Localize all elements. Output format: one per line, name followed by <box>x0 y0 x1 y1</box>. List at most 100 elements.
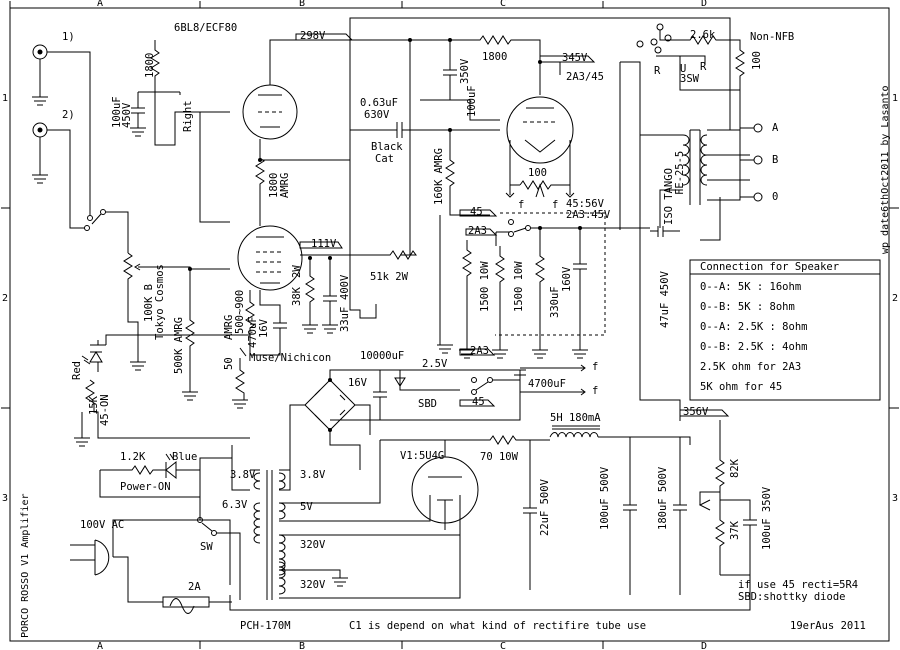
v25-label: 2.5V <box>422 358 448 370</box>
v38b-label: 3.8V <box>300 469 326 481</box>
col-c-bottom: C <box>500 641 506 650</box>
speaker-connection-table: Connection for Speaker 0--A: 5K : 16ohm … <box>689 259 881 401</box>
input-2-label: 2) <box>62 109 75 121</box>
c160-label: 160V <box>561 266 573 292</box>
led-blue-label: Blue <box>172 451 197 463</box>
col-b-top: B <box>299 0 305 9</box>
c470-volt: 16V <box>258 318 270 338</box>
v320b-label: 320V <box>300 579 326 591</box>
r100b-label: 100 <box>751 51 763 70</box>
v320a-label: 320V <box>300 539 326 551</box>
r100-output: 100 <box>528 167 547 179</box>
r51k-label: 51k 2W <box>370 271 409 283</box>
r37k-label: 37K <box>729 520 741 540</box>
row-3-left: 3 <box>2 493 8 504</box>
note-recti: if use 45 recti=5R4 <box>738 579 858 591</box>
v111-label: 111V <box>311 238 337 250</box>
term-b: B <box>772 154 778 166</box>
tube2-name: 2A3/45 <box>566 71 604 83</box>
c100-label: 100uF 500V <box>599 466 611 530</box>
c100c-label: 100uF 350V <box>761 486 773 550</box>
row-1-left: 1 <box>2 93 8 104</box>
r500-value: 500~900 <box>234 290 246 334</box>
r160k-label: 160K AMRG <box>433 148 445 205</box>
term-0: 0 <box>772 191 778 203</box>
term-a: A <box>772 122 779 134</box>
pot-value: 100K B <box>143 284 155 322</box>
r26k-label: 2.6k <box>690 29 716 41</box>
side-title: PORCO ROSSO V1 Amplifier <box>20 494 31 639</box>
col-d-top: D <box>701 0 707 9</box>
c400-label: 400V <box>339 274 351 300</box>
r1500b-label: 1500 10W <box>513 261 525 312</box>
r1800b-label: 1800 <box>482 51 507 63</box>
table-row: 0--B: 5K : 8ohm <box>700 301 795 313</box>
col-d-bottom: D <box>701 641 707 650</box>
c1-note: C1 is depend on what kind of rectifire t… <box>349 620 646 632</box>
c100ub-label: 100uF <box>466 85 478 117</box>
col-a-bottom: A <box>97 641 103 650</box>
stage-2: 298V 1800 350V 100uF 0.63uF 630V Black C… <box>291 30 541 334</box>
c470-label: 470uF <box>247 316 259 348</box>
table-row: 0--A: 5K : 16ohm <box>700 281 801 293</box>
table-row: 5K ohm for 45 <box>700 381 782 393</box>
rect-label: V1:5U4G <box>400 450 444 462</box>
nfb-u-label: U <box>680 63 686 75</box>
table-row: 0--A: 2.5K : 8ohm <box>700 321 807 333</box>
c100-volt: 450V <box>121 102 133 128</box>
c180-label: 180uF 500V <box>657 466 669 530</box>
f-left: f <box>518 199 524 211</box>
heater-supply: 10000uF 16V 2A3 2.5V 45 SBD 4700uF f f <box>289 160 598 470</box>
c100-label: 100uF <box>111 96 123 128</box>
r82k-label: 82K <box>729 458 741 478</box>
v5-label: 5V <box>300 501 313 513</box>
c063-label: 0.63uF <box>360 97 398 109</box>
v356-label: 356V <box>683 406 709 418</box>
r70-label: 70 10W <box>480 451 519 463</box>
v298-label: 298V <box>300 30 326 42</box>
row-2-right: 2 <box>892 293 898 304</box>
blackcat-2: Cat <box>375 153 394 165</box>
date-label: 19erAus 2011 <box>790 620 866 632</box>
c4700-label: 4700uF <box>528 378 566 390</box>
r38k-label: 38K <box>291 286 303 306</box>
r2w-label: 2W <box>291 265 303 278</box>
c350-label: 350V <box>459 58 471 84</box>
row-2-left: 2 <box>2 293 8 304</box>
tube1-name: 6BL8/ECF80 <box>174 22 237 34</box>
nfb-r2-label: R <box>700 61 707 73</box>
c10000-label: 10000uF <box>360 350 404 362</box>
c33-label: 33uF <box>339 307 351 332</box>
blackcat-1: Black <box>371 141 403 153</box>
hv-supply: 5H 180mA 356V 70 10W V1:5U4G 22uF 500V 1… <box>229 406 858 611</box>
otx-model: FE-25-5 <box>674 151 686 195</box>
nonnfb-label: Non-NFB <box>750 31 794 43</box>
r1500a-label: 1500 10W <box>479 261 491 312</box>
c630-label: 630V <box>364 109 390 121</box>
power-on-label: Power-ON <box>120 481 171 493</box>
right-label: Right <box>182 100 194 132</box>
v345-label: 345V <box>562 52 588 64</box>
r12k-label: 1.2K <box>120 451 146 463</box>
r15k-label: 15K <box>88 395 100 415</box>
input-1-label: 1) <box>62 31 75 43</box>
led-red-label: Red <box>71 361 83 380</box>
f-heater-1: f <box>592 361 598 373</box>
c330-label: 330uF <box>549 286 561 318</box>
r1800amrg-value: 1800 <box>268 173 280 198</box>
model-label: PCH-170M <box>240 620 291 632</box>
v4556-label: 45:56V <box>566 198 605 210</box>
table-row: 2.5K ohm for 2A3 <box>700 361 801 373</box>
v16-label: 16V <box>348 377 368 389</box>
otx-label: ISO TANGO <box>663 168 675 225</box>
muse-label: Muse/Nichicon <box>249 352 331 364</box>
col-a-top: A <box>97 0 103 9</box>
f-heater-2: f <box>592 385 598 397</box>
c22-label: 22uF 500V <box>539 478 551 536</box>
power-transformer: 3.8V 3.8V 6.3V 5V 320V 320V 1.2K Blue Po… <box>70 440 461 614</box>
inputs: 1) 2) 100K B Tokyo Cosmos 500K AMRG <box>32 31 230 401</box>
r1800amrg-type: AMRG <box>279 173 291 198</box>
v38a-label: 3.8V <box>230 469 256 481</box>
